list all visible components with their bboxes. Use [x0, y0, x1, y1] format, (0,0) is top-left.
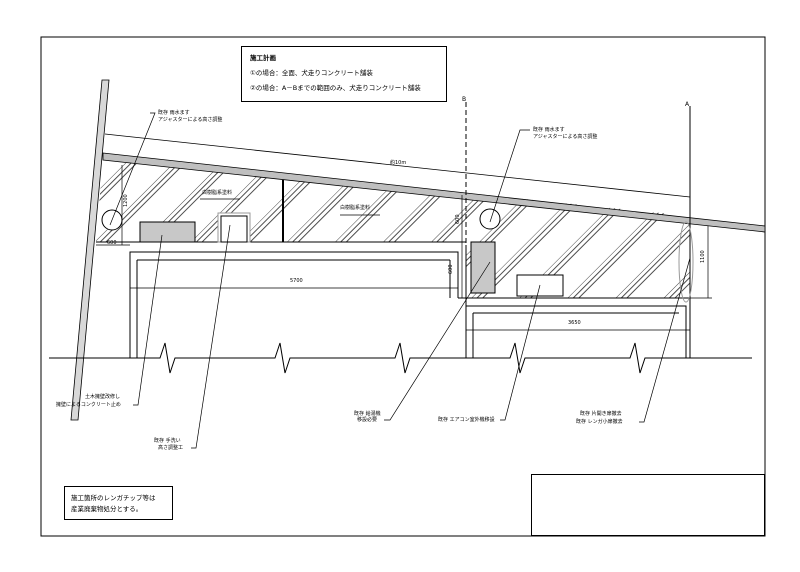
roof-length-dim-line: [104, 133, 691, 198]
leader-bottom-mid2: [384, 261, 491, 421]
roof-eave: [102, 152, 766, 233]
equipment-white: [220, 215, 248, 243]
callout-top-right-line2: アジャスターによる高さ調整: [533, 133, 597, 140]
drain-circle-right: [479, 208, 501, 230]
callout-bottom-left-line2: 擁壁によるコンクリート止め: [56, 401, 121, 408]
callout-top-right-line1: 既存 雨水ます: [533, 126, 565, 133]
leader-top-right: [489, 129, 530, 223]
construction-plan-box: 施工計画 ①の場合：全面、犬走りコンクリート舗装 ②の場合：A－Bまでの範囲のみ…: [241, 46, 447, 102]
leader-top-left: [109, 112, 156, 226]
disposal-note-box: 施工箇所のレンガチップ等は 産業廃棄物処分とする。: [64, 486, 173, 520]
title-block: [531, 474, 765, 536]
callout-bottom-mid2-line2: 移設必要: [357, 416, 377, 423]
dim-mid-upper-text: 600: [455, 214, 461, 224]
plan-case-1: ①の場合：全面、犬走りコンクリート舗装: [250, 69, 373, 77]
plan-title: 施工計画: [250, 54, 276, 62]
dim-right-height-text: 1100: [700, 250, 706, 263]
hatch-label-1: 白樹脂系塗料: [202, 189, 232, 196]
callout-top-left-line1: 既存 雨水ます: [158, 109, 190, 116]
callout-bottom-mid1-line1: 既存 手洗い: [154, 437, 181, 444]
drawing-border: [40, 36, 766, 537]
leader-bottom-mid1: [191, 224, 231, 449]
equipment-gray-left: [139, 221, 196, 243]
plan-case-2: ②の場合：A－Bまでの範囲のみ、犬走りコンクリート舗装: [250, 84, 421, 92]
hatch-label-2: 白樹脂系塗料: [340, 204, 370, 211]
hatched-area-right: [466, 193, 690, 298]
callout-bottom-mid1-line2: 高さ調整工: [158, 444, 183, 451]
dim-mid-lower-text: 600: [448, 264, 454, 274]
callout-bottom-mid2-line1: 既存 給湯機: [354, 410, 381, 417]
dim-span-right-text: 3650: [568, 320, 581, 326]
left-wall-pole: [70, 79, 110, 421]
dim-span-left-text: 5700: [290, 278, 303, 284]
step-left-inner: [129, 251, 459, 358]
note-line-2: 産業廃棄物処分とする。: [71, 505, 143, 513]
door-ellipse: [678, 221, 694, 303]
section-marker-a: A: [685, 101, 690, 108]
leader-bottom-right: [639, 257, 691, 423]
callout-bottom-right-line2: 既存 レンガ小扉撤去: [576, 418, 623, 425]
hatched-area-left: [130, 158, 466, 242]
dim-left-height-text: 1200: [123, 194, 129, 207]
callout-bottom-left-line1: 土木擁壁改修し: [85, 393, 120, 400]
callout-bottom-right-line1: 既存 片開き扉撤去: [580, 410, 622, 417]
section-marker-b: B: [462, 96, 466, 103]
callout-bottom-mid3: 既存 エアコン室外機移設: [438, 416, 495, 423]
note-line-1: 施工箇所のレンガチップ等は: [71, 494, 156, 502]
leader-bottom-mid3: [500, 284, 541, 421]
leader-bottom-left: [133, 234, 163, 406]
equipment-gray-mid: [470, 241, 496, 294]
dim-left-offset-text: 600: [107, 240, 117, 246]
ground-line: [49, 342, 752, 374]
callout-top-left-line2: アジャスターによる高さ調整: [158, 116, 222, 123]
dim-roof-length: 約10m: [390, 159, 406, 166]
step-right-inner: [465, 305, 687, 358]
